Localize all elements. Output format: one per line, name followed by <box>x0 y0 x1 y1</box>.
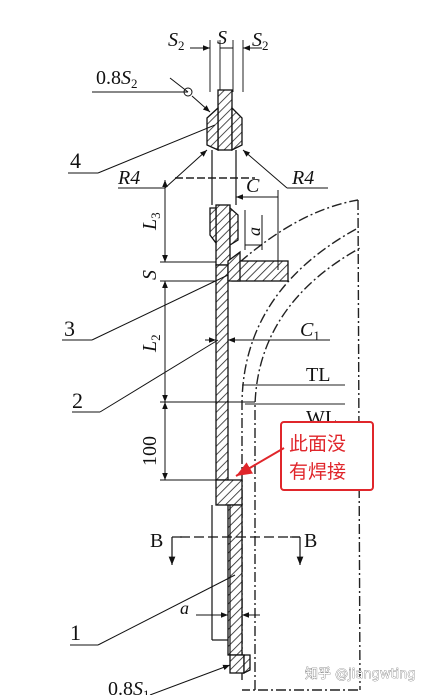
label-part-1: 1 <box>70 620 81 645</box>
part-2-plate <box>215 264 229 481</box>
callout-arrow <box>235 447 285 477</box>
label-part-2: 2 <box>72 388 83 413</box>
red-callout: 此面没 有焊接 <box>235 421 374 491</box>
joint-plate <box>215 479 243 506</box>
label-part-3: 3 <box>64 316 75 341</box>
callout-line-2: 有焊接 <box>289 461 346 483</box>
label-c-top: C <box>246 175 260 197</box>
label-c1: C1 <box>300 319 320 343</box>
label-s-top: S <box>217 27 227 49</box>
label-r4-left: R4 <box>117 167 140 189</box>
plate-parts <box>206 89 289 675</box>
label-l2: L2 <box>139 334 163 353</box>
label-weld-top: 0.8S2 <box>96 67 138 91</box>
label-a-bottom: a <box>180 598 189 618</box>
label-tl: TL <box>306 364 330 386</box>
part-3-weld-right <box>229 206 239 247</box>
label-a-top: a <box>244 227 264 236</box>
ring-weld <box>227 250 241 282</box>
label-section-b-left: B <box>150 530 163 552</box>
part-1-weld <box>243 654 251 675</box>
part-1-base <box>229 654 245 674</box>
labels: S2 S S2 0.8S2 4 R4 R4 C L3 a S 3 L2 C1 2… <box>64 27 337 695</box>
label-section-b-right: B <box>304 530 317 552</box>
callout-line-1: 此面没 <box>289 433 346 455</box>
section-b-b <box>168 536 304 565</box>
part-3-plate <box>215 204 231 266</box>
label-100: 100 <box>139 436 161 466</box>
label-s2-left: S2 <box>168 29 185 53</box>
part-4-weld <box>206 106 219 152</box>
part-3-weld <box>209 207 217 245</box>
watermark: 知乎 @jiangwting <box>305 666 416 682</box>
part-4-weld-right <box>231 106 243 152</box>
label-part-4: 4 <box>70 148 81 173</box>
part-4-plate <box>217 89 233 151</box>
dimension-lines <box>62 45 330 695</box>
label-l3: L3 <box>139 212 163 231</box>
callout-box <box>280 421 374 491</box>
label-r4-right: R4 <box>291 167 314 189</box>
label-s-mid: S <box>139 270 161 280</box>
vessel-outline <box>175 177 361 691</box>
label-weld-bottom: 0.8S1 <box>108 678 150 695</box>
label-s2-right: S2 <box>252 29 269 53</box>
